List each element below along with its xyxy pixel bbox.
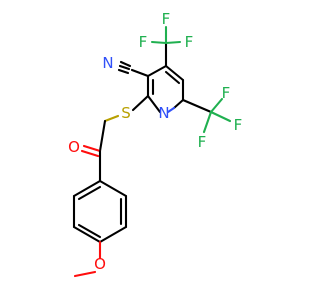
bond-o-ch3 <box>73 270 97 278</box>
ring-bond-n1-c2 <box>146 94 162 114</box>
bond-ch2-c <box>98 119 107 153</box>
benzene-bond-1 <box>98 179 128 198</box>
bond-cf3-f2 <box>150 40 168 45</box>
triple-bond-3 <box>117 68 130 75</box>
fluorine-label-top-right: F <box>185 33 194 51</box>
ring-bond-c3-c4 <box>146 64 168 78</box>
benzene-bond-6 <box>72 179 102 198</box>
methoxy-group <box>73 240 102 278</box>
nitrile-group <box>117 60 150 78</box>
methoxy-oxygen-label: O <box>94 255 106 273</box>
thioether-linker <box>98 94 150 153</box>
atom-labels: N N S O O F F F F F F <box>68 10 242 273</box>
benzene-bond-6-inner <box>77 185 102 201</box>
ring-bond-n1-c6 <box>166 106 176 114</box>
bond-c2-s <box>131 94 150 112</box>
bond-cf3-f3 <box>164 40 182 45</box>
ketone-oxygen-label: O <box>68 138 80 156</box>
ketone-group <box>80 144 102 183</box>
triple-bond-1 <box>118 64 131 71</box>
benzene-bond-3 <box>98 225 128 244</box>
molecule-structure-diagram: N N S O O F F F F F F <box>68 10 243 278</box>
bond-cf3b-f1 <box>209 97 224 114</box>
cf3-group-right <box>181 97 232 134</box>
benzene-bond-4 <box>72 225 102 244</box>
pyridine-ring <box>146 64 185 114</box>
ketone-double-bond-1 <box>82 144 102 153</box>
fluorine-label-top: F <box>162 10 171 28</box>
bond-s-ch2 <box>103 114 120 123</box>
fluorine-label-right-top: F <box>222 84 231 102</box>
fluorine-label-right: F <box>234 116 243 134</box>
ring-nitrogen-label: N <box>158 104 169 122</box>
benzene-bond-4-inner <box>77 223 102 239</box>
ketone-double-bond-2 <box>80 149 100 158</box>
bond-cf3b-f3 <box>202 110 213 134</box>
ring-bond-c6-n1 <box>172 98 185 110</box>
nitrile-nitrogen-label: N <box>102 54 113 72</box>
ring-bond-c4-c5 <box>164 64 185 82</box>
triple-bond-2 <box>119 60 132 68</box>
sulfur-label: S <box>121 104 131 122</box>
bond-cf3b-f2 <box>209 110 232 123</box>
bond-c3-cnitrile <box>130 68 150 78</box>
cf3-group-top <box>150 25 182 68</box>
benzene-ring <box>72 179 128 244</box>
fluorine-label-right-bottom: F <box>198 133 207 151</box>
fluorine-label-top-left: F <box>139 33 148 51</box>
bond-c6-cf3 <box>181 98 213 114</box>
ring-bond-c4-c5-inner <box>164 70 181 85</box>
